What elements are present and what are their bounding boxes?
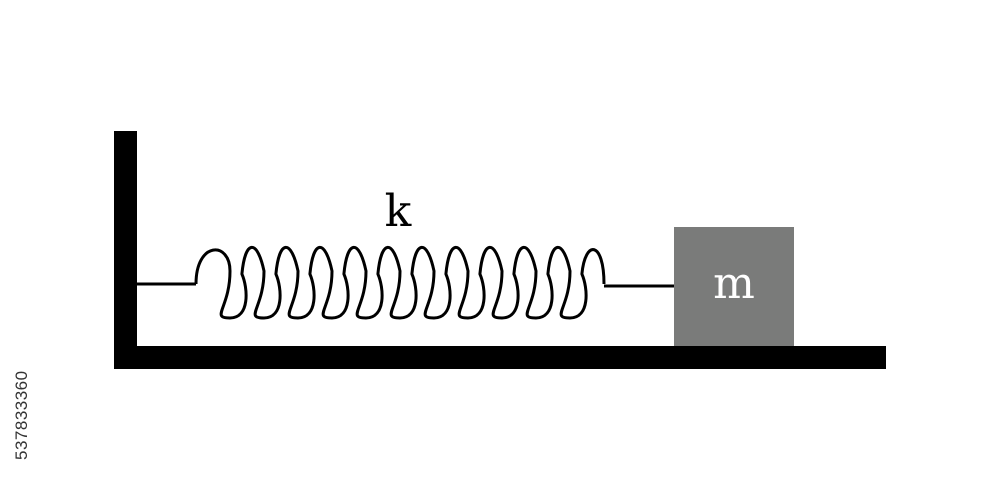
mass-block bbox=[674, 227, 794, 346]
wall-vertical bbox=[114, 131, 137, 369]
stock-id-watermark: 537833360 bbox=[12, 370, 31, 460]
spring-coil bbox=[194, 246, 606, 320]
mass-label: m bbox=[713, 258, 755, 309]
spring-constant-label: k bbox=[385, 186, 412, 237]
floor bbox=[114, 346, 886, 369]
